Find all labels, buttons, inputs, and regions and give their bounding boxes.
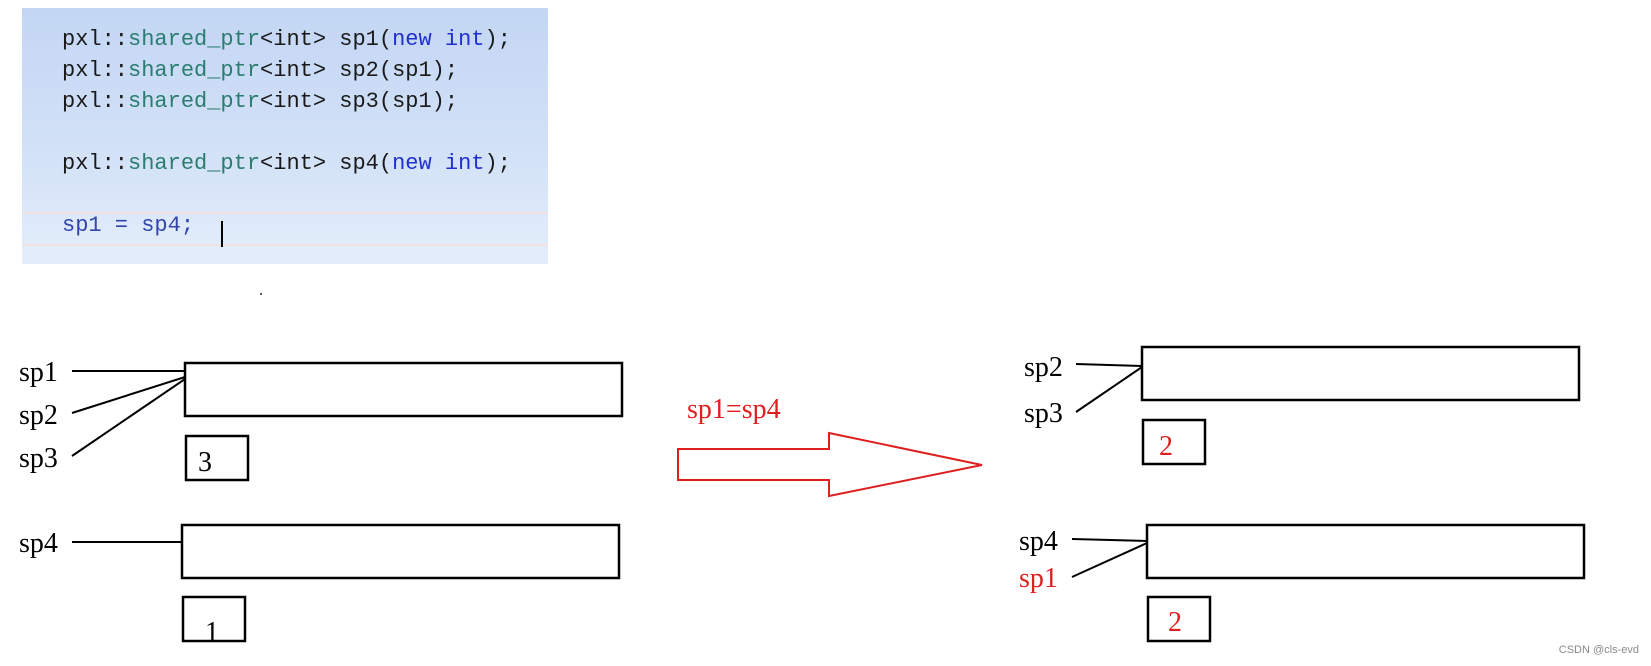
after-shared-object-box	[1140, 345, 1581, 402]
after-top-group: sp2 sp3 2	[1024, 345, 1581, 466]
before-bottom-refcount-box	[181, 595, 247, 643]
pointer-label-sp3-after: sp3	[1024, 398, 1063, 429]
stray-dot	[260, 293, 262, 295]
pointer-label-sp4-after: sp4	[1019, 526, 1058, 557]
pointer-label-sp2: sp2	[19, 400, 58, 431]
after-second-object-box	[1145, 523, 1586, 580]
pointer-label-sp3: sp3	[19, 443, 58, 474]
before-second-object-box	[180, 523, 621, 580]
pointer-label-sp1: sp1	[19, 357, 58, 388]
type-token: shared_ptr	[128, 89, 261, 114]
watermark: CSDN @cls-evd	[1558, 644, 1639, 656]
before-top-refcount-box	[184, 434, 250, 482]
after-top-refcount-box	[1141, 418, 1207, 466]
code-line-5: sp1 = sp4;	[62, 213, 195, 238]
pointer-line-sp2	[71, 376, 186, 414]
pointer-line-sp1-after	[1071, 542, 1148, 578]
code-line-3: pxl::shared_ptr<int> sp3(sp1);	[62, 87, 458, 117]
current-line-highlight-bottom	[22, 244, 548, 246]
current-line-highlight-top	[22, 212, 548, 214]
type-token: shared_ptr	[128, 58, 261, 83]
type-token: shared_ptr	[128, 151, 261, 176]
pointer-label-sp2-after: sp2	[1024, 352, 1063, 383]
before-shared-object-box	[183, 361, 624, 418]
type-token: shared_ptr	[128, 27, 261, 52]
after-bottom-group: sp4 sp1 2	[1019, 523, 1586, 643]
before-top-group: sp1 sp2 sp3 3	[19, 357, 624, 482]
before-bottom-group: sp4 1	[19, 523, 621, 648]
namespace-token: pxl::	[62, 27, 129, 52]
code-text: );	[484, 27, 511, 52]
code-text: <int> sp4(	[260, 151, 393, 176]
pointer-line-sp3-after	[1075, 366, 1143, 413]
keyword-token: new int	[392, 27, 485, 52]
after-bottom-refcount: 2	[1168, 607, 1182, 638]
namespace-token: pxl::	[62, 58, 129, 83]
text-caret	[221, 221, 223, 247]
code-line-1: pxl::shared_ptr<int> sp1(new int);	[62, 25, 511, 55]
assignment-transition: sp1=sp4	[677, 394, 983, 498]
before-top-refcount: 3	[198, 447, 212, 478]
pointer-label-sp4: sp4	[19, 528, 58, 559]
before-bottom-refcount: 1	[205, 617, 219, 648]
code-text: );	[484, 151, 511, 176]
pointer-line-sp3	[71, 378, 186, 457]
assignment-label: sp1=sp4	[687, 394, 781, 425]
namespace-token: pxl::	[62, 89, 129, 114]
after-top-refcount: 2	[1159, 431, 1173, 462]
pointer-line-sp4-after	[1071, 538, 1148, 542]
code-line-4: pxl::shared_ptr<int> sp4(new int);	[62, 149, 511, 179]
keyword-token: new int	[392, 151, 485, 176]
code-text: <int> sp1(	[260, 27, 393, 52]
pointer-line-sp2-after	[1075, 363, 1143, 367]
code-text: <int> sp2(sp1);	[260, 58, 459, 83]
code-snippet-panel: pxl::shared_ptr<int> sp1(new int); pxl::…	[22, 8, 548, 264]
after-bottom-refcount-box	[1146, 595, 1212, 643]
namespace-token: pxl::	[62, 151, 129, 176]
transition-arrow-icon	[677, 431, 983, 498]
code-line-2: pxl::shared_ptr<int> sp2(sp1);	[62, 56, 458, 86]
pointer-label-sp1-after: sp1	[1019, 563, 1058, 594]
code-text: <int> sp3(sp1);	[260, 89, 459, 114]
